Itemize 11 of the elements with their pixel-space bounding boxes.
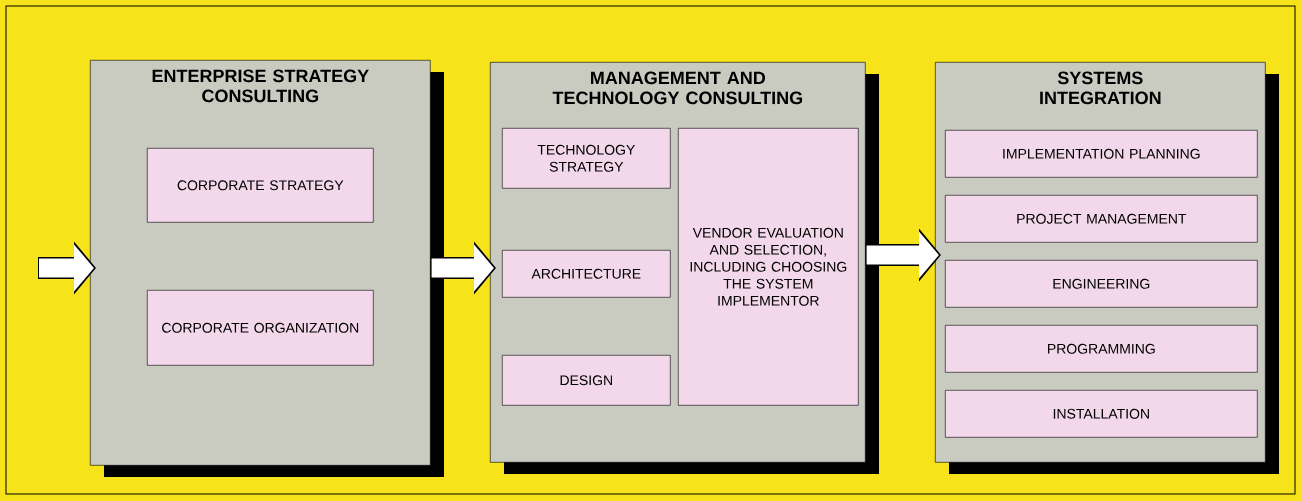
category-box: TECHNOLOGY STRATEGY	[502, 128, 671, 189]
category-box: INSTALLATION	[945, 390, 1258, 438]
category-box: ENGINEERING	[945, 260, 1258, 308]
category-box: DESIGN	[502, 355, 671, 406]
category-box: ARCHITECTURE	[502, 250, 671, 298]
category-box: IMPLEMENTATION PLANNING	[945, 130, 1258, 178]
category-box: VENDOR EVALUATION AND SELECTION, INCLUDING CHOOSING THE SYSTEM IMPLEMENTOR	[678, 128, 859, 406]
category-box: CORPORATE STRATEGY	[147, 148, 374, 223]
category-box: CORPORATE ORGANIZATION	[147, 290, 374, 366]
category-box: PROGRAMMING	[945, 325, 1258, 373]
category-box: PROJECT MANAGEMENT	[945, 195, 1258, 243]
